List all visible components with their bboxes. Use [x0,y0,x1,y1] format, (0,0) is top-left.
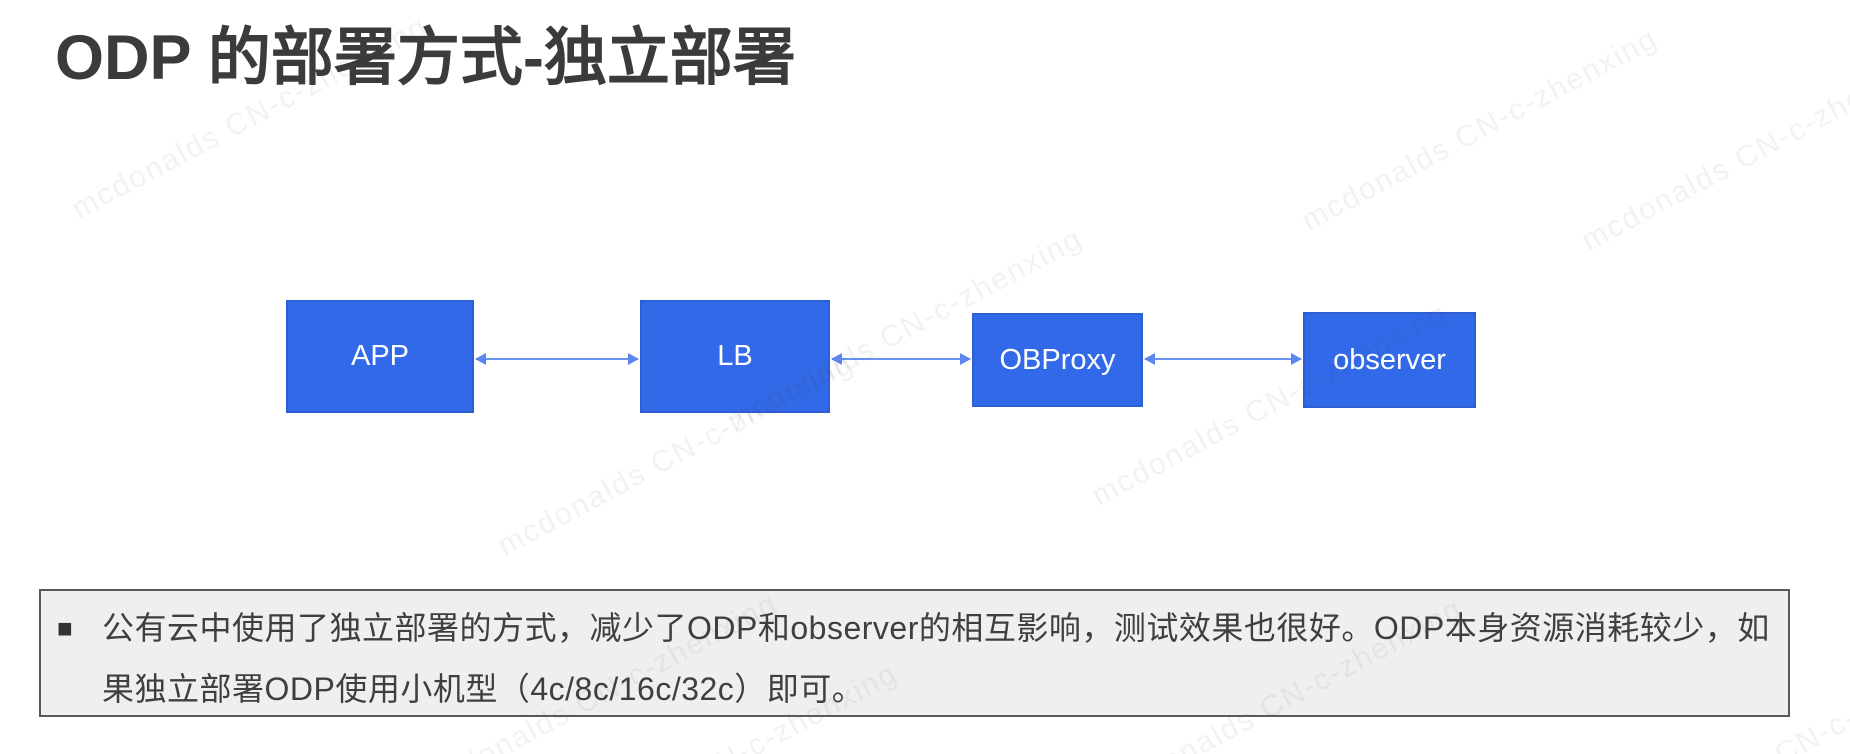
watermark-text: mcdonalds CN-c-zhenxing [1296,21,1664,238]
diagram-node-app: APP [286,300,474,413]
watermark-text: mcdonalds CN-c-zhenxing [1576,41,1850,258]
node-label-observer: observer [1333,343,1446,376]
diagram-node-observer: observer [1303,312,1476,408]
node-label-lb: LB [717,340,753,372]
node-label-app: APP [350,340,410,372]
bullet-square-icon: ■ [57,613,73,643]
note-text: 公有云中使用了独立部署的方式，减少了ODP和observer的相互影响，测试效果… [102,598,1770,720]
note-line-2: 果独立部署ODP使用小机型（4c/8c/16c/32c）即可。 [102,671,865,707]
diagram-node-lb: LB [640,300,830,413]
bidirectional-arrow-obproxy-observer [1144,353,1302,365]
note-box: ■ 公有云中使用了独立部署的方式，减少了ODP和observer的相互影响，测试… [39,589,1790,717]
bidirectional-arrow-lb-obproxy [831,353,971,365]
diagram-node-obproxy: OBProxy [972,313,1143,407]
note-line-1: 公有云中使用了独立部署的方式，减少了ODP和observer的相互影响，测试效果… [102,610,1770,646]
page-title: ODP 的部署方式-独立部署 [55,23,796,93]
node-label-obproxy: OBProxy [999,343,1116,376]
bidirectional-arrow-app-lb [475,353,639,365]
